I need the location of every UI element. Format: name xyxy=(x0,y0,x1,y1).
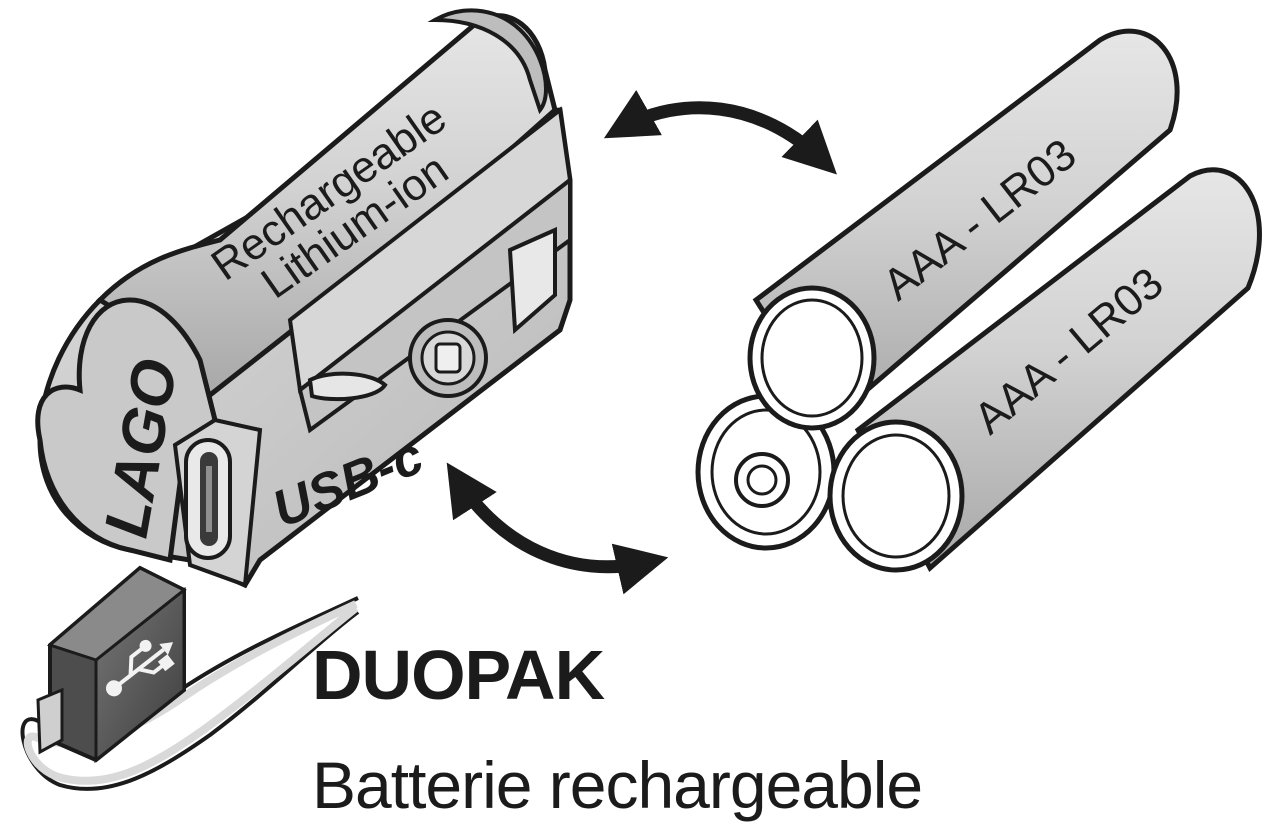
usbc-port xyxy=(184,438,232,560)
double-arrow-icon xyxy=(603,89,837,175)
usb-cable xyxy=(20,596,360,791)
double-arrow-icon xyxy=(446,462,669,595)
usb-icon xyxy=(105,639,175,697)
usb-connector xyxy=(36,565,187,764)
product-title: DUOPAK xyxy=(312,636,605,714)
duopak-battery-pack: Rechargeable Lithium-ion LAGO USB-c xyxy=(35,8,573,589)
product-subtitle: Batterie rechargeable xyxy=(312,748,923,822)
release-button xyxy=(408,318,488,398)
